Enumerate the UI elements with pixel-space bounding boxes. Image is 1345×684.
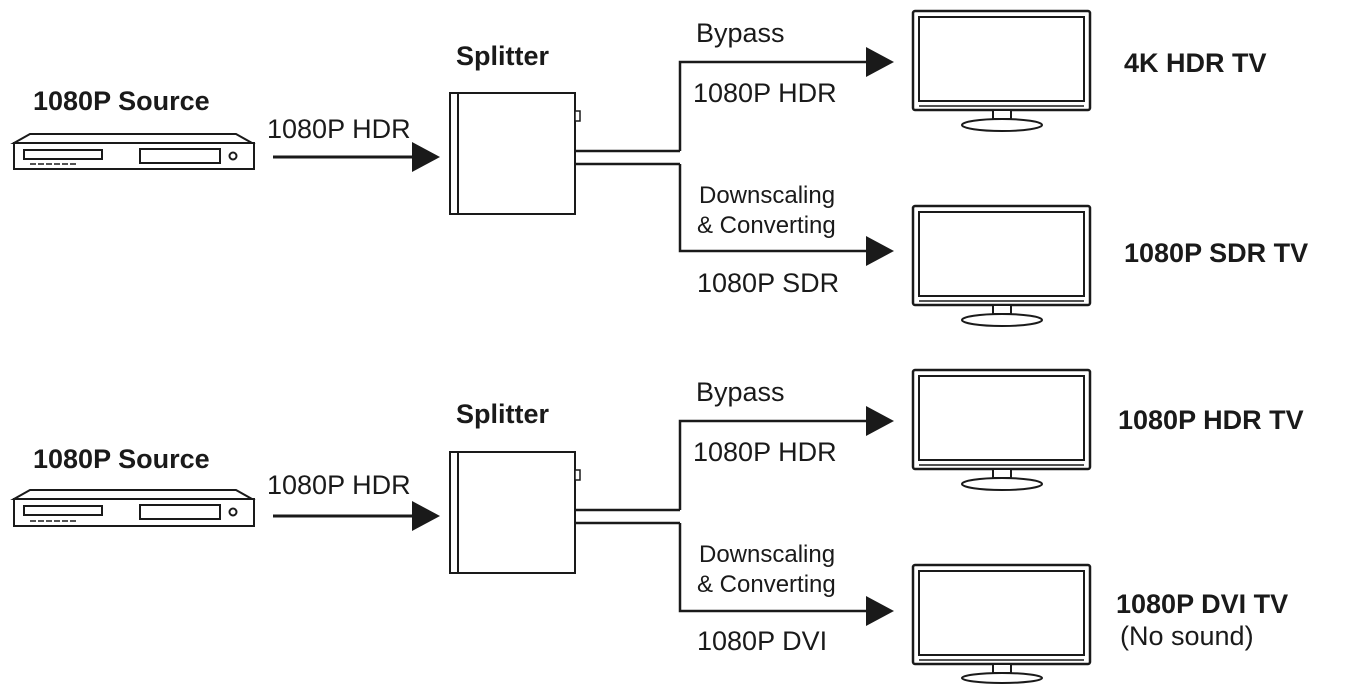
arrow-head (866, 596, 894, 626)
path-label: Bypass (696, 377, 785, 407)
scenario-1: 1080P Source 1080P HDR Splitter (10, 9, 1308, 327)
path-label: Downscaling (699, 541, 835, 568)
input-signal-label: 1080P HDR (267, 470, 411, 500)
splitter-label: Splitter (456, 399, 550, 429)
output-signal-label: 1080P HDR (693, 437, 837, 467)
splitter-device-icon (449, 451, 581, 574)
input-arrow (273, 501, 440, 531)
tv-icon (911, 9, 1092, 132)
source-device-icon (10, 489, 256, 527)
scenario-2: 1080P Source 1080P HDR Splitter (10, 368, 1304, 684)
arrow-head (866, 406, 894, 436)
tv-icon (911, 563, 1092, 684)
path-label: & Converting (697, 212, 836, 239)
output-signal-label: 1080P HDR (693, 78, 837, 108)
output-branches (575, 47, 894, 266)
display-name: 1080P DVI TV (1116, 589, 1288, 619)
input-arrow (273, 142, 440, 172)
tv-icon (911, 368, 1092, 491)
display-name: 1080P HDR TV (1118, 405, 1304, 435)
display-name: 1080P SDR TV (1124, 238, 1308, 268)
output-branches (575, 406, 894, 626)
input-signal-label: 1080P HDR (267, 114, 411, 144)
path-label: Bypass (696, 18, 785, 48)
source-device-icon (10, 133, 256, 170)
display-name: 4K HDR TV (1124, 48, 1267, 78)
source-label: 1080P Source (33, 444, 210, 474)
display-note: (No sound) (1120, 621, 1254, 651)
source-label: 1080P Source (33, 86, 210, 116)
tv-icon (911, 204, 1092, 327)
path-label: & Converting (697, 571, 836, 598)
arrow-head (866, 47, 894, 77)
output-signal-label: 1080P SDR (697, 268, 839, 298)
splitter-label: Splitter (456, 41, 550, 71)
output-signal-label: 1080P DVI (697, 626, 827, 656)
arrow-head (866, 236, 894, 266)
path-label: Downscaling (699, 182, 835, 209)
splitter-device-icon (449, 92, 581, 215)
